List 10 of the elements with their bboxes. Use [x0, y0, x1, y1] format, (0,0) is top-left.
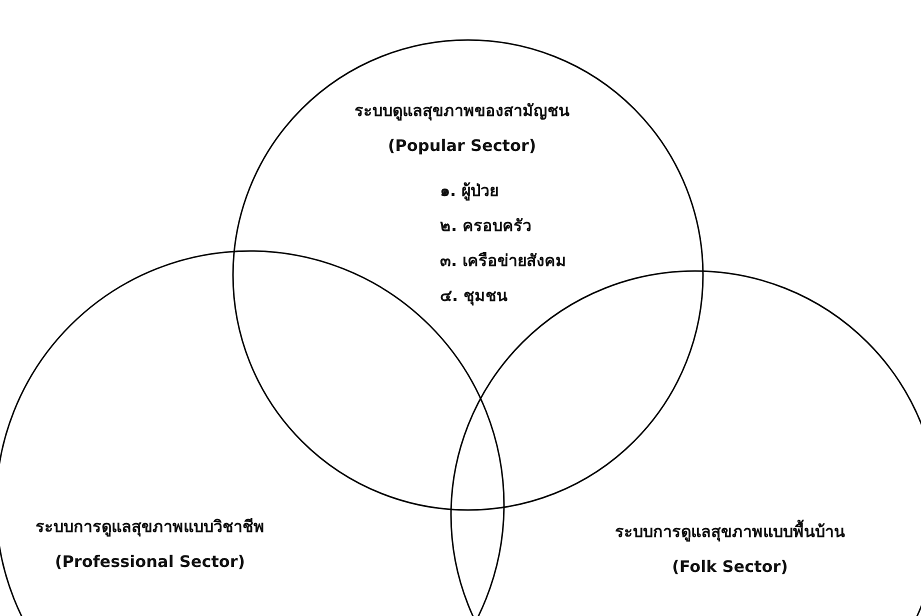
sector-title: ระบบการดูแลสุขภาพแบบพื้นบ้าน: [590, 520, 870, 544]
list-item: ๒. ครอบครัว: [440, 215, 533, 237]
sector-title: (Professional Sector): [54, 551, 246, 573]
sector-title: ระบบการดูแลสุขภาพแบบวิชาชีพ: [34, 516, 266, 538]
list-item: ๑. ผู้ป่วย: [440, 180, 500, 202]
sector-title: (Popular Sector): [386, 135, 538, 157]
sector-title: (Folk Sector): [671, 556, 789, 578]
sector-title: ระบบดูแลสุขภาพของสามัญชน: [354, 100, 570, 122]
list-item: ๓. เครือข่ายสังคม: [440, 250, 568, 272]
list-item: ๔. ชุมชน: [440, 285, 509, 308]
